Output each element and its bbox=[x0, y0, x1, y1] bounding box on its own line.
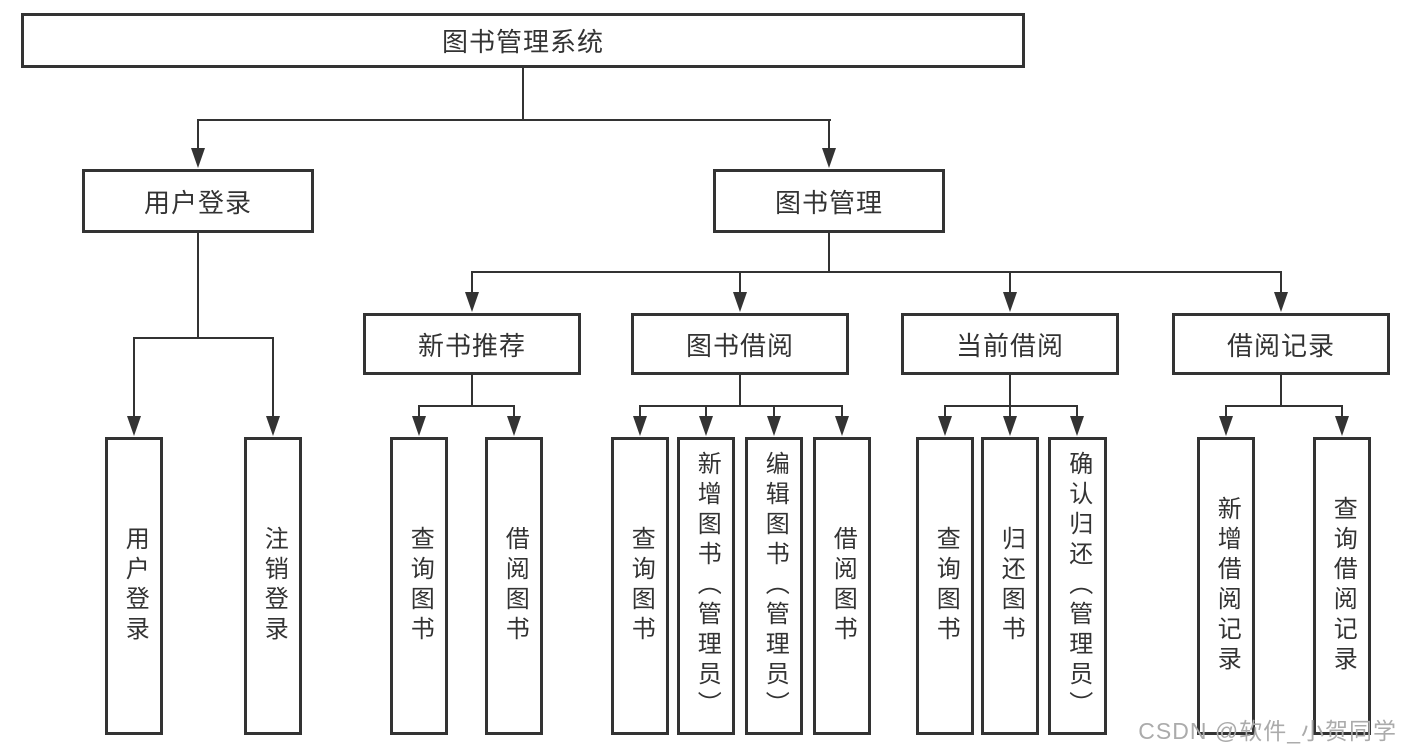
node-book-borrowing: 图书借阅 bbox=[631, 313, 849, 375]
node-new-book-recommendation: 新书推荐 bbox=[363, 313, 581, 375]
node-label: 新书推荐 bbox=[417, 330, 526, 361]
node-borrowing-records: 借阅记录 bbox=[1172, 313, 1390, 375]
node-label: 归还图书 bbox=[997, 526, 1025, 646]
node-book-management: 图书管理 bbox=[713, 169, 945, 233]
leaf-query-books-borrowing: 查询图书 bbox=[611, 437, 669, 735]
leaf-borrow-books-recommend: 借阅图书 bbox=[485, 437, 543, 735]
node-label: 注销登录 bbox=[260, 526, 288, 646]
leaf-query-borrow-record: 查询借阅记录 bbox=[1313, 437, 1371, 735]
arrowhead-icons bbox=[127, 148, 1349, 436]
node-label: 新增借阅记录 bbox=[1213, 496, 1241, 676]
node-label: 借阅记录 bbox=[1226, 330, 1335, 361]
node-label: 用户登录 bbox=[121, 526, 149, 646]
leaf-confirm-return-admin: 确认归还（管理员） bbox=[1048, 437, 1107, 735]
leaf-borrow-books-borrowing: 借阅图书 bbox=[813, 437, 871, 735]
node-label: 图书借阅 bbox=[685, 330, 794, 361]
node-label: 借阅图书 bbox=[501, 526, 529, 646]
node-current-borrowing: 当前借阅 bbox=[901, 313, 1119, 375]
node-label: 查询图书 bbox=[406, 526, 434, 646]
node-label: 当前借阅 bbox=[955, 330, 1064, 361]
leaf-add-book-admin: 新增图书（管理员） bbox=[677, 437, 735, 735]
node-label: 借阅图书 bbox=[829, 526, 857, 646]
node-label: 编辑图书（管理员） bbox=[761, 451, 789, 721]
leaf-query-books-recommend: 查询图书 bbox=[390, 437, 448, 735]
node-label: 查询借阅记录 bbox=[1329, 496, 1357, 676]
leaf-logout: 注销登录 bbox=[244, 437, 302, 735]
leaf-return-book: 归还图书 bbox=[981, 437, 1039, 735]
leaf-add-borrow-record: 新增借阅记录 bbox=[1197, 437, 1255, 735]
node-label: 图书管理 bbox=[774, 187, 883, 218]
node-label: 图书管理系统 bbox=[441, 27, 604, 57]
leaf-query-books-current: 查询图书 bbox=[916, 437, 974, 735]
node-label: 新增图书（管理员） bbox=[693, 451, 721, 721]
node-label: 查询图书 bbox=[627, 526, 655, 646]
csdn-watermark: CSDN @软件_小贺同学 bbox=[1138, 718, 1397, 744]
connector-lines bbox=[133, 68, 1343, 418]
node-label: 用户登录 bbox=[143, 187, 252, 218]
node-label: 查询图书 bbox=[932, 526, 960, 646]
node-label: 确认归还（管理员） bbox=[1064, 451, 1092, 721]
node-user-login: 用户登录 bbox=[82, 169, 314, 233]
leaf-user-login: 用户登录 bbox=[105, 437, 163, 735]
node-library-management-system: 图书管理系统 bbox=[21, 13, 1025, 68]
leaf-edit-book-admin: 编辑图书（管理员） bbox=[745, 437, 803, 735]
